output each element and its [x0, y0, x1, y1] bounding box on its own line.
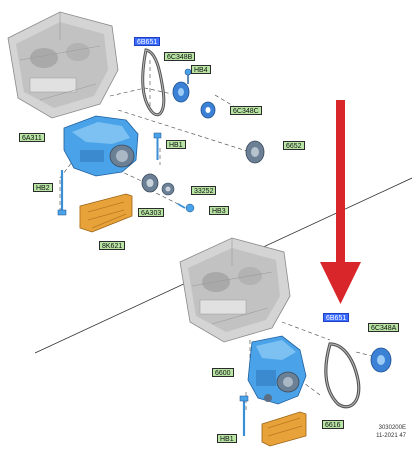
part-label-6a303: 6A303 — [138, 208, 165, 217]
part-label-hb4: HB4 — [191, 65, 211, 74]
part-label-6c348c: 6C348C — [230, 106, 262, 115]
engine-block-bottom — [179, 237, 291, 343]
timing-belt-bottom — [324, 342, 361, 409]
red-down-arrow — [320, 100, 361, 304]
oil-pump-assembly-bottom — [247, 335, 307, 405]
diagram-code: 3030200E — [378, 425, 406, 431]
part-label-6652: 6652 — [283, 141, 305, 150]
bolt-33252-part — [161, 182, 175, 196]
part-label-hb1-top: HB1 — [166, 140, 186, 149]
bolt-hb1-part-top — [153, 132, 162, 160]
part-label-6616: 6616 — [322, 420, 344, 429]
oil-pump-assembly-top — [63, 115, 139, 177]
diagram-footer: 3030200E 11-2021 47 — [376, 424, 406, 440]
sprocket-part-top — [172, 81, 190, 103]
part-label-33252: 33252 — [191, 186, 217, 195]
part-label-hb2: HB2 — [33, 183, 53, 192]
part-label-6b651-top: 6B651 — [134, 37, 161, 46]
part-label-6600: 6600 — [212, 368, 234, 377]
part-label-hb1-bottom: HB1 — [217, 434, 237, 443]
bolt-hb3-part — [177, 203, 195, 213]
oil-guard-part-bottom — [261, 411, 307, 447]
part-label-6c348b: 6C348B — [164, 52, 196, 61]
bolt-hb1-part-bottom — [239, 395, 249, 436]
part-label-hb3: HB3 — [209, 206, 229, 215]
engine-block-top — [7, 11, 119, 119]
part-label-6c348a: 6C348A — [368, 323, 400, 332]
sprocket-part-bottom — [370, 347, 392, 373]
diagram-date: 11-2021 47 — [376, 433, 406, 439]
part-label-6b651-bottom: 6B651 — [323, 313, 350, 322]
bolt-hb2-part — [57, 170, 67, 216]
washer-part-top — [200, 101, 216, 119]
part-label-8k621: 8K621 — [99, 241, 126, 250]
oil-guard-part-top — [79, 193, 133, 233]
pulley-part-top — [245, 140, 265, 164]
seal-part-top — [141, 173, 159, 193]
timing-belt-top — [141, 48, 166, 117]
part-label-6a311: 6A311 — [19, 133, 45, 142]
